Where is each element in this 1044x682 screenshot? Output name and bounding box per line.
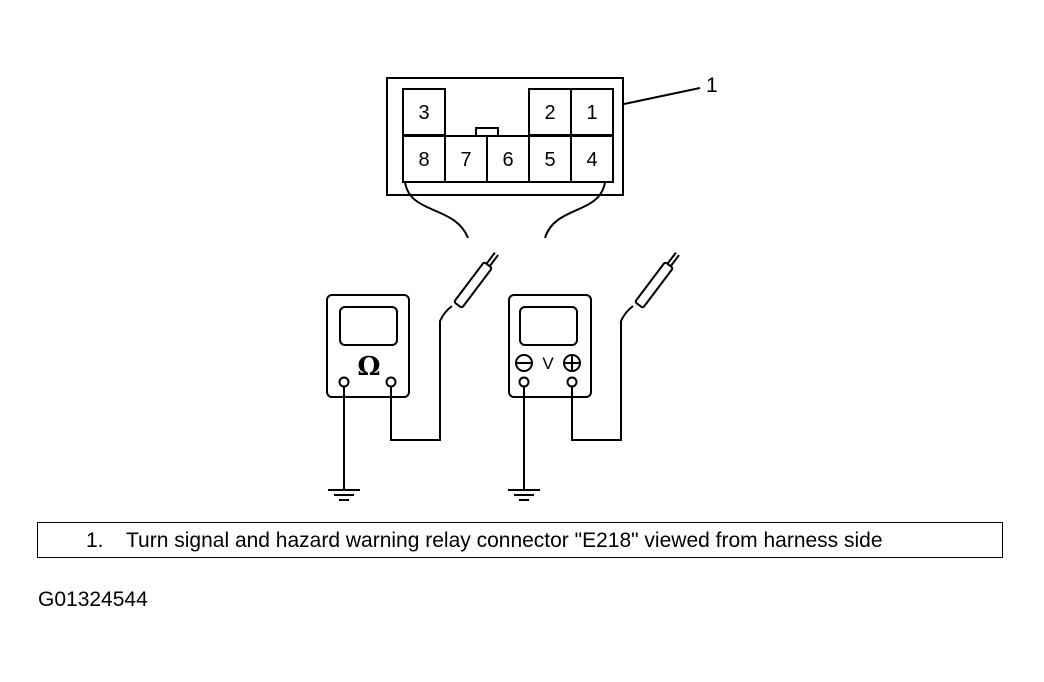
ground-symbol-right-icon: [508, 489, 540, 501]
caption-number: 1.: [86, 529, 104, 552]
pin-label-5: 5: [544, 149, 555, 171]
ohmmeter-probe-lead: [390, 305, 453, 441]
ohmmeter-display: [339, 306, 398, 346]
ohmmeter-terminal-right: [385, 376, 397, 388]
callout-number: 1: [706, 74, 718, 97]
pin-label-4: 4: [586, 149, 597, 171]
callout-leader: [623, 87, 701, 105]
voltmeter-terminal-right: [566, 376, 578, 388]
voltmeter-probe-lead: [571, 305, 634, 441]
voltmeter: V: [508, 252, 680, 490]
connector-housing: [386, 77, 624, 196]
pin-label-6: 6: [502, 149, 513, 171]
voltmeter-terminal-left: [518, 376, 530, 388]
caption-text: Turn signal and hazard warning relay con…: [126, 529, 883, 552]
ohmmeter-terminal-left: [338, 376, 350, 388]
ohmmeter-body: [326, 294, 410, 398]
ohmmeter-probe: [453, 252, 499, 309]
ohmmeter: Ω: [326, 252, 499, 490]
ground-symbol-left-icon: [328, 489, 360, 501]
locking-tab: [475, 127, 499, 137]
pin-label-1: 1: [586, 102, 597, 124]
ohm-symbol: Ω: [357, 352, 380, 382]
voltmeter-display: [519, 306, 578, 346]
voltmeter-body: [508, 294, 592, 398]
harness-curve-left: [404, 181, 469, 239]
pin-label-2: 2: [544, 102, 555, 124]
pin-label-8: 8: [418, 149, 429, 171]
caption-box: 1. Turn signal and hazard warning relay …: [37, 522, 1003, 558]
pin-label-3: 3: [418, 102, 429, 124]
pin-label-7: 7: [460, 149, 471, 171]
harness-curve-right: [544, 181, 606, 239]
voltmeter-probe: [634, 252, 680, 309]
connector-e218: 3 2 1 8 7 6 5 4 1: [386, 74, 718, 239]
volt-symbol: V: [542, 354, 554, 373]
figure-id: G01324544: [38, 588, 148, 611]
pin-cavity-4: [570, 135, 614, 183]
